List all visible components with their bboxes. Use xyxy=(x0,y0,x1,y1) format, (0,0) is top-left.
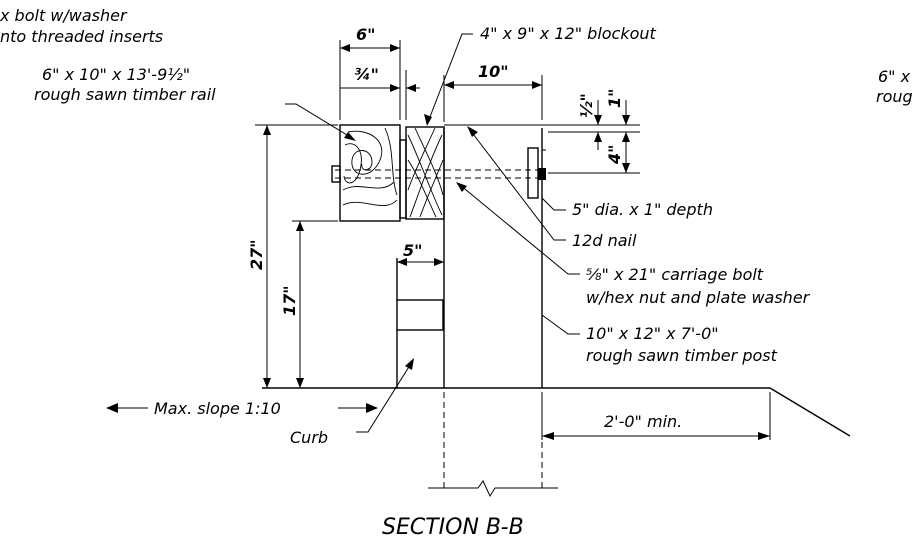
arrow xyxy=(758,432,770,440)
blockout-group xyxy=(405,126,445,220)
label-min-dist: 2'-0" min. xyxy=(604,412,682,431)
arrow xyxy=(594,115,602,125)
label-dia-depth: 5" dia. x 1" depth xyxy=(572,200,713,219)
arrow xyxy=(532,81,542,89)
label-carriage-2: w/hex nut and plate washer xyxy=(586,288,811,307)
label-carriage-1: ⅝" x 21" carriage bolt xyxy=(586,265,764,284)
leader-curb xyxy=(356,361,413,433)
arrow xyxy=(340,44,350,52)
label-rail-2: rough sawn timber rail xyxy=(34,85,216,104)
bolt-head xyxy=(331,165,341,183)
label-post-1: 10" x 12" x 7'-0" xyxy=(586,324,719,343)
arrow xyxy=(344,132,356,141)
arrow xyxy=(263,378,271,388)
arrow xyxy=(296,378,304,388)
label-blockout: 4" x 9" x 12" blockout xyxy=(480,24,657,43)
arrow xyxy=(405,358,414,370)
arrow xyxy=(467,126,478,137)
arrow xyxy=(106,403,118,413)
label-rail-1: 6" x 10" x 13'-9½" xyxy=(42,65,190,84)
arrow xyxy=(406,84,416,92)
leader-bolt xyxy=(459,184,580,275)
annotations: x bolt w/washer nto threaded inserts 6" … xyxy=(0,6,913,540)
label-nail: 12d nail xyxy=(572,231,637,250)
plate-washer xyxy=(527,147,539,199)
label-right-cut-1: 6" x xyxy=(878,67,911,86)
block-grain-5 xyxy=(407,127,436,191)
dim-one: 1" xyxy=(605,89,624,108)
arrow xyxy=(594,132,602,142)
section-title: SECTION B-B xyxy=(382,515,524,540)
block-grain-2 xyxy=(407,159,437,218)
curb-group xyxy=(396,258,444,388)
dimension-lines xyxy=(106,40,770,440)
slope-line xyxy=(769,387,851,437)
hex-nut xyxy=(538,168,546,180)
rail-grain-5 xyxy=(343,143,362,184)
dim-half: ½" xyxy=(577,93,596,118)
leader-post xyxy=(541,314,580,335)
rail-grain-3 xyxy=(342,199,398,206)
rail-grain-4 xyxy=(384,127,398,196)
curb-top xyxy=(396,299,444,331)
arrow xyxy=(263,125,271,135)
dim-twenty-seven: 27" xyxy=(247,239,266,270)
arrow xyxy=(622,115,630,125)
leader-lines xyxy=(285,33,580,433)
leader-blockout xyxy=(427,33,473,123)
dim-six: 6" xyxy=(356,25,375,44)
rail-grain-1 xyxy=(347,130,383,175)
dim-four: 4" xyxy=(605,145,624,165)
rail-grain-2 xyxy=(342,181,395,191)
label-slope: Max. slope 1:10 xyxy=(154,399,281,418)
dim-seventeen: 17" xyxy=(280,285,299,316)
arrow xyxy=(622,132,630,142)
label-curb: Curb xyxy=(290,428,328,447)
arrow xyxy=(397,258,407,266)
arrow xyxy=(390,44,400,52)
ground-group xyxy=(262,387,851,440)
rail-back-plate xyxy=(399,139,407,219)
break-line xyxy=(428,480,558,498)
dim-three-quarter: ¾" xyxy=(354,65,379,84)
arrow xyxy=(444,81,454,89)
dim-ten: 10" xyxy=(478,62,509,81)
leader-nail xyxy=(469,129,566,241)
label-post-2: rough sawn timber post xyxy=(586,346,778,365)
blockout xyxy=(405,126,445,220)
label-bolt-washer-2: nto threaded inserts xyxy=(0,27,163,46)
bolt-group xyxy=(331,147,546,199)
label-bolt-washer-1: x bolt w/washer xyxy=(0,6,128,25)
leader-rail xyxy=(285,103,353,139)
arrow xyxy=(542,432,554,440)
block-grain-6 xyxy=(419,159,444,218)
arrow xyxy=(296,221,304,231)
dim-five: 5" xyxy=(403,241,422,260)
label-right-cut-2: roug xyxy=(876,87,913,106)
timber-rail xyxy=(339,124,401,222)
arrow xyxy=(424,114,432,126)
block-grain-4 xyxy=(409,134,443,218)
arrow xyxy=(434,258,444,266)
arrow xyxy=(456,182,467,192)
arrow xyxy=(366,403,378,413)
leader-dia xyxy=(541,197,566,211)
arrow xyxy=(390,84,400,92)
arrow xyxy=(622,163,630,173)
